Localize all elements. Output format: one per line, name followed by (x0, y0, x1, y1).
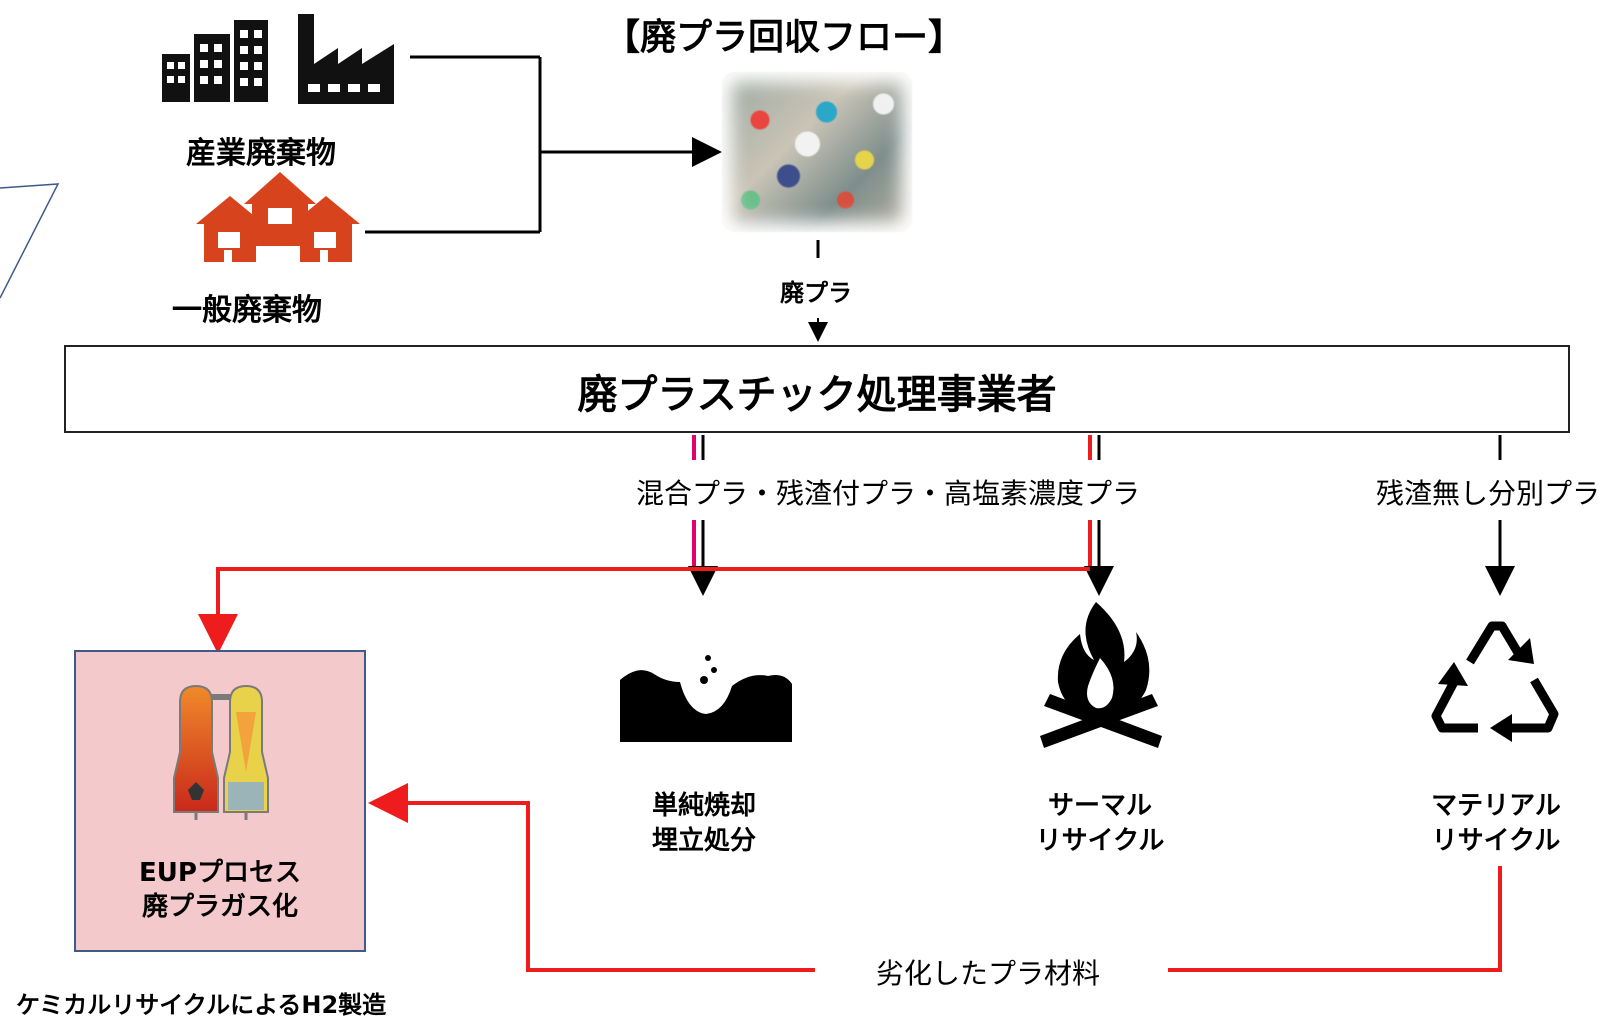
eup-line2: 廃プラガス化 (141, 892, 298, 922)
thermal-line (1084, 435, 1114, 596)
mixed-plastics-label: 混合プラ・残渣付プラ・高塩素濃度プラ (636, 477, 1141, 510)
gasifier-icon (173, 684, 269, 820)
incineration-line (688, 435, 718, 596)
processor-box (64, 345, 1570, 433)
houses-icon (196, 172, 360, 262)
building-icon (162, 20, 268, 102)
callout-fragment (0, 183, 60, 299)
source-connector (365, 55, 722, 234)
factory-icon (298, 14, 394, 104)
thermal-line2: リサイクル (1035, 826, 1165, 856)
recycle-icon (1431, 621, 1559, 742)
incineration-line1: 単純焼却 (651, 791, 756, 821)
diagram-title: 【廃プラ回収フロー】 (604, 17, 965, 58)
waste-photo (722, 72, 912, 232)
eup-process-box (74, 650, 366, 952)
thermal-line1: サーマル (1047, 791, 1152, 821)
eup-feed-line (198, 567, 1090, 654)
degraded-return-line (368, 783, 1502, 972)
degraded-material-label: 劣化したプラ材料 (876, 957, 1101, 990)
campfire-icon (1040, 602, 1162, 748)
eup-line1: EUPプロセス (139, 858, 301, 888)
landfill-icon (620, 655, 792, 742)
incineration-line2: 埋立処分 (651, 826, 756, 856)
chemical-recycling-label: ケミカルリサイクルによるH2製造 (16, 991, 387, 1019)
waste-plastic-label: 廃プラ (780, 279, 852, 307)
material-line2: リサイクル (1431, 826, 1561, 856)
processor-label: 廃プラスチック処理事業者 (577, 372, 1057, 418)
industrial-waste-label: 産業廃棄物 (186, 136, 336, 171)
material-line1: マテリアル (1431, 791, 1561, 821)
sorted-plastics-label: 残渣無し分別プラ (1376, 477, 1601, 510)
household-waste-label: 一般廃棄物 (172, 293, 322, 328)
